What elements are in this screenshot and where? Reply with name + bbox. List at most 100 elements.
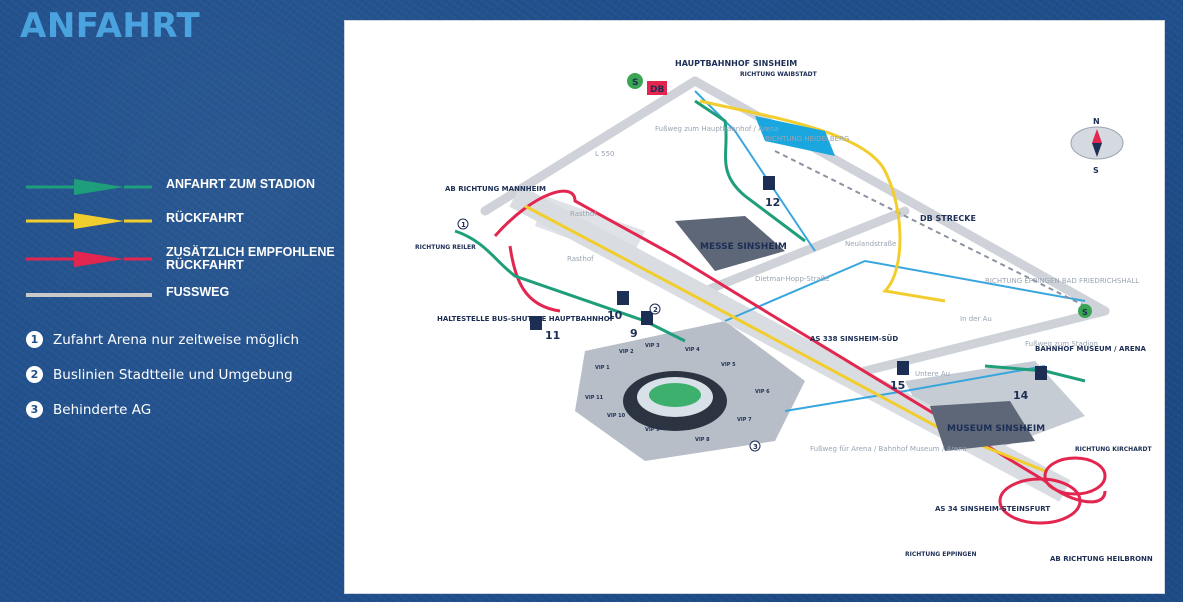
l550-label: L 550 (595, 150, 615, 158)
map-svg: MESSE SINSHEIM MUSEUM SINSHEIM S DB HAUP… (415, 59, 1153, 563)
museum-label: MUSEUM SINSHEIM (947, 424, 1045, 434)
vip-label: VIP 2 (619, 349, 634, 355)
vip-label: VIP 9 (645, 427, 660, 433)
vip-label: VIP 8 (695, 437, 710, 443)
stadium-pitch (649, 383, 701, 407)
note-text: Buslinien Stadtteile und Umgebung (53, 366, 293, 383)
number-1-icon: 1 (26, 331, 43, 348)
parking-icon (617, 291, 629, 305)
compass-n: N (1093, 117, 1100, 126)
parking-number: 9 (630, 327, 638, 340)
route-red (493, 189, 1107, 504)
map-panel: MESSE SINSHEIM MUSEUM SINSHEIM S DB HAUP… (344, 20, 1165, 594)
as338-label: AS 338 SINSHEIM-SÜD (810, 334, 898, 343)
as34-label: AS 34 SINSHEIM-STEINSFURT (935, 505, 1050, 513)
s-bahn-museum-label: S (1082, 308, 1088, 317)
richtung-reiler-label: RICHTUNG REILER (415, 244, 476, 251)
red-arrow-icon (26, 251, 152, 267)
richtung-heidelberg-label: RICHTUNG HEIDELBERG (765, 135, 849, 143)
legend-item-anfahrt: ANFAHRT ZUM STADION (24, 172, 324, 206)
parking-icon (763, 176, 775, 190)
marker-3-label: 3 (753, 443, 758, 451)
page-title: ANFAHRT (20, 6, 201, 46)
interchange-loop-west (998, 477, 1082, 525)
compass-s: S (1093, 166, 1099, 175)
parking-p11: 11 (530, 316, 560, 342)
s-bahn-icon-hbf (627, 73, 643, 89)
legend-item-zusaetzlich: ZUSÄTZLICH EMPFOHLENE RÜCKFAHRT (24, 240, 335, 280)
db-logo-label: DB (650, 85, 664, 95)
note-text: Zufahrt Arena nur zeitweise möglich (53, 331, 300, 348)
ab-mannheim-label: AB RICHTUNG MANNHEIM (445, 185, 546, 193)
parking-icon (897, 361, 909, 375)
vip-label: VIP 3 (645, 343, 660, 349)
vip-label: VIP 7 (737, 417, 752, 423)
richtung-kirchardt-label: RICHTUNG KIRCHARDT (1075, 446, 1152, 453)
marker-2 (649, 303, 661, 315)
legend-label-fussweg: FUSSWEG (166, 285, 230, 299)
vip-label: VIP 4 (685, 347, 700, 353)
vip-label: VIP 11 (585, 395, 604, 401)
legend-label-rueckfahrt: RÜCKFAHRT (166, 211, 244, 225)
road-dhs (724, 259, 1086, 322)
legend-item-fussweg: FUSSWEG (24, 280, 324, 314)
parking-icon (1035, 366, 1047, 380)
messe-label: MESSE SINSHEIM (700, 242, 787, 252)
green-arrow-icon (26, 179, 152, 195)
richtung-eppingen-bf-label: RICHTUNG EPPINGEN BAD FRIEDRICHSHALL (985, 277, 1139, 285)
ab-heilbronn-label: AB RICHTUNG HEILBRONN (1050, 555, 1153, 563)
route-green-hbf (694, 99, 806, 243)
route-red-loop (508, 245, 561, 313)
richtung-waibstadt-label: RICHTUNG WAIBSTADT (740, 71, 818, 78)
note-3: 3 Behinderte AG (26, 392, 299, 427)
bahnhof-label: BAHNHOF MUSEUM / ARENA (1035, 345, 1146, 353)
parking-number: 15 (890, 379, 905, 392)
legend-label-anfahrt: ANFAHRT ZUM STADION (166, 177, 316, 191)
marker-1 (457, 218, 469, 230)
number-2-icon: 2 (26, 366, 43, 383)
museum-building (930, 401, 1035, 451)
footpath-line-icon (26, 293, 152, 297)
parking-icon (641, 311, 653, 325)
hbf-label: HAUPTBAHNHOF SINSHEIM (675, 59, 797, 68)
yellow-arrow-icon (26, 213, 152, 229)
parking-p15: 15 (890, 361, 909, 392)
route-green (454, 229, 686, 343)
in-der-au-label: In der Au (960, 315, 992, 323)
s-bahn-icon-museum (1078, 304, 1092, 318)
interchange-loop-east (1043, 456, 1107, 496)
fussweg-arena-label: Fußweg für Arena / Bahnhof Museum / Aren… (810, 445, 967, 453)
marker-3 (749, 440, 761, 452)
s-bahn-label: S (632, 78, 638, 88)
parking-p12: 12 (763, 176, 780, 209)
number-3-icon: 3 (26, 401, 43, 418)
db-strecke-label: DB STRECKE (920, 214, 976, 223)
dhs-label: Dietmar-Hopp-Straße (755, 275, 829, 283)
parking-number: 11 (545, 329, 560, 342)
route-yellow-north (699, 99, 946, 303)
fussweg-hbf-label: Fußweg zum Hauptbahnhof / Arena (655, 125, 779, 133)
messe-building (675, 216, 785, 271)
richtung-eppingen-label: RICHTUNG EPPINGEN (905, 551, 976, 558)
parking-p14: 14 (1013, 366, 1047, 402)
fussweg-stadion-label: Fußweg zum Stadion (1025, 340, 1098, 348)
legend-item-rueckfahrt: RÜCKFAHRT (24, 206, 324, 240)
road-au (784, 365, 1046, 412)
parking-p9: 9 (630, 311, 653, 340)
vip-label: VIP 5 (721, 362, 736, 368)
compass-icon: N S (1070, 117, 1124, 175)
vip-label: VIP 10 (607, 413, 626, 419)
note-2: 2 Buslinien Stadtteile und Umgebung (26, 357, 299, 392)
note-text: Behinderte AG (53, 401, 152, 418)
vip-label: VIP 6 (755, 389, 770, 395)
note-1: 1 Zufahrt Arena nur zeitweise möglich (26, 322, 299, 357)
legend: ANFAHRT ZUM STADION RÜCKFAHRT ZUSÄTZLICH… (24, 172, 335, 314)
haltestelle-label: HALTESTELLE BUS-SHUTTLE HAUPTBAHNHOF (437, 315, 615, 323)
lake (755, 116, 835, 156)
vip-label: VIP 1 (595, 365, 610, 371)
marker-2-label: 2 (653, 306, 658, 314)
notes: 1 Zufahrt Arena nur zeitweise möglich 2 … (26, 322, 299, 427)
parking-p10: 10 (607, 291, 629, 322)
parking-number: 10 (607, 309, 623, 322)
marker-1-label: 1 (461, 221, 466, 229)
